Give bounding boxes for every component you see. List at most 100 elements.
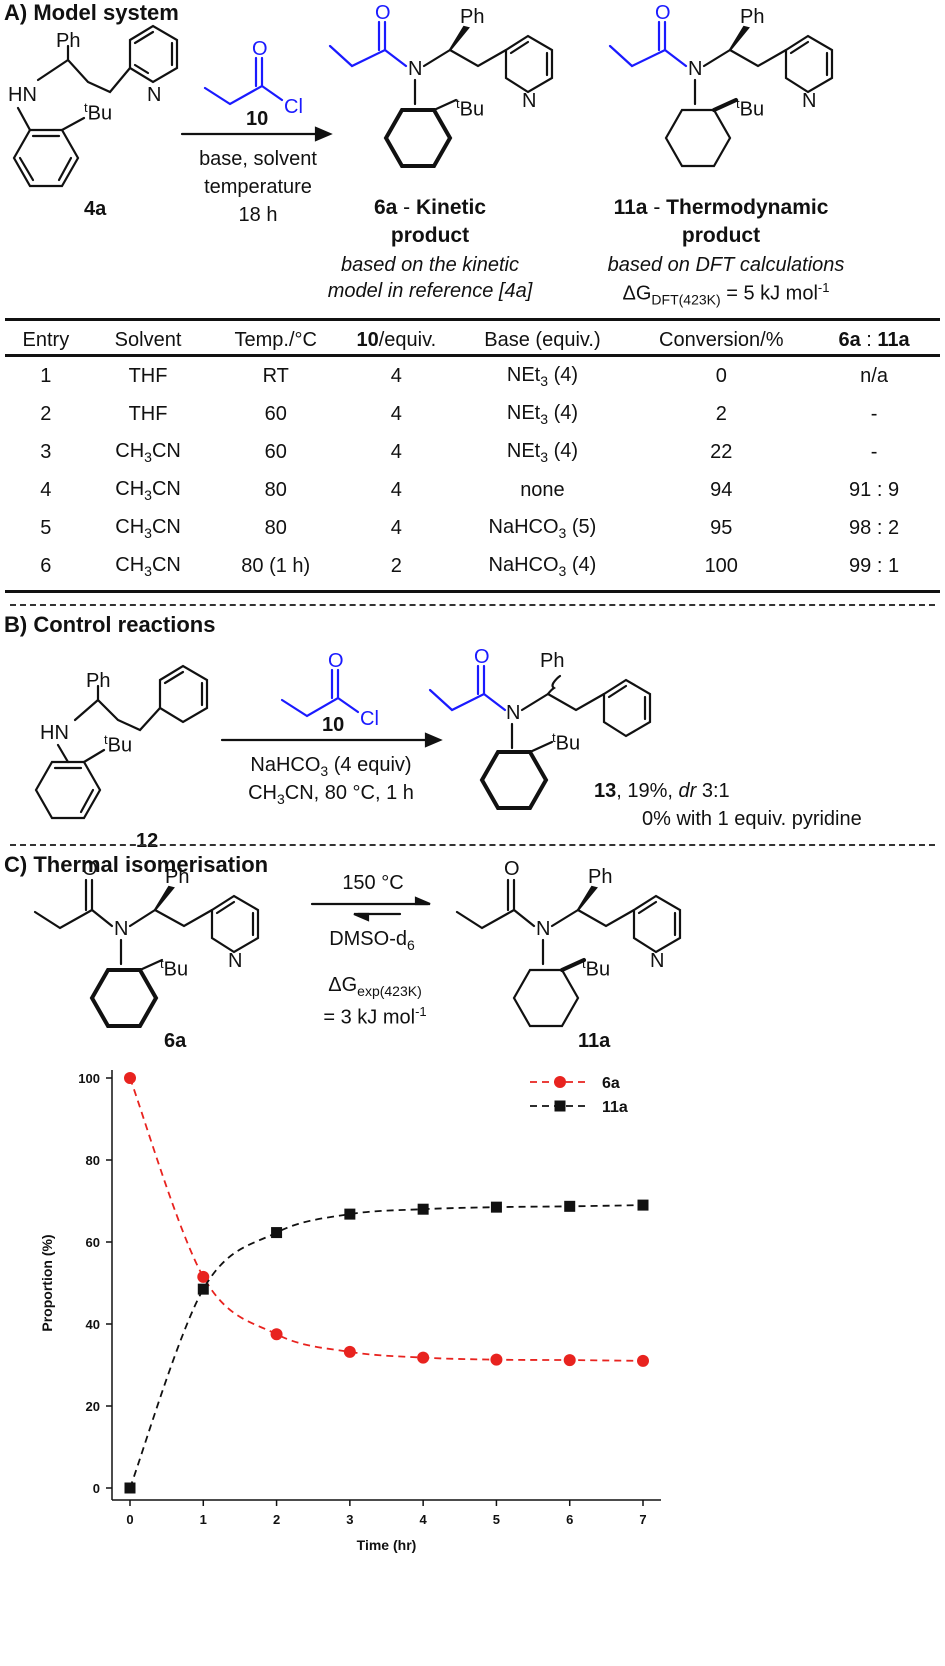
base-name: none [520,478,565,501]
cell-solvent: CH3CN [115,553,181,579]
atom-o-6a: O [375,2,391,24]
c-dg-value: = 3 kJ mol-1 [300,1004,450,1030]
c-dg-sub: exp(423K) [357,983,422,999]
c-6a-pyridine-ring [210,894,260,954]
cell-equiv: 4 [390,402,402,425]
tbu-t: t [582,956,586,971]
cell-base: none [450,471,634,509]
data-point-11a [417,1203,429,1215]
data-point-11a [344,1208,356,1220]
thermo-word1: Thermodynamic [666,196,829,219]
series-line-6a [129,1077,644,1362]
c-11a-aryl-ring [512,968,580,1028]
thermo-dg: ΔGDFT(423K) = 5 kJ mol-1 [576,280,876,308]
cell-base: NEt3 (4) [450,395,634,433]
product-13-number: 13 [594,780,617,802]
header-solvent: Solvent [114,328,182,351]
legend-marker-11a [554,1100,566,1112]
compound-label-12: 12 [136,830,159,852]
atom-o-11a: O [655,2,671,24]
6a-aryl-ring [383,108,453,168]
tbu-label-13: tBu [552,730,580,756]
header-temp: Temp./°C [234,328,317,351]
pyridine-note: 0% with 1 equiv. pyridine [642,808,862,830]
atom-o-13: O [474,646,490,668]
x-tick-label: 2 [273,1512,280,1527]
x-tick-label: 7 [639,1512,646,1527]
cell-temp: 60 [264,402,287,425]
x-tick-label: 4 [420,1512,428,1527]
atom-ph-c-11a: Ph [588,866,613,888]
cell-conversion: 22 [710,440,733,463]
base-subscript: 3 [558,562,567,579]
cond2-tail: CN, 80 °C, 1 h [284,782,414,804]
base-equiv: (5) [566,515,597,538]
atom-ph-13: Ph [540,650,565,672]
atom-n-pyr-c-6a: N [228,950,243,972]
header-equiv-reagent: 10 [356,328,379,351]
thermo-heading: 11a - Thermodynamic [576,196,866,220]
data-point-11a [637,1199,649,1211]
conditions-b-2: CH3CN, 80 °C, 1 h [210,782,452,807]
x-axis-label: Time (hr) [357,1537,417,1553]
atom-ph-12: Ph [86,670,111,692]
atom-hn-12: HN [40,722,69,744]
tbu-label-c-6a: tBu [160,956,188,982]
cell-conversion: 94 [710,478,733,501]
section-c-title: C) Thermal isomerisation [4,852,269,877]
cell-ratio: - [870,440,878,463]
kinetic-note-1: based on the kinetic [341,254,519,276]
cell-entry: 5 [40,516,52,539]
atom-cl-reagent-b: Cl [360,708,379,730]
dg-value: = 5 kJ mol [720,282,818,305]
conditions-a-1: base, solvent [199,148,317,170]
atom-ph-c-6a: Ph [165,866,190,888]
y-tick-label: 80 [86,1153,100,1168]
table-header-rule [5,354,940,357]
tbu-label-c-11a: tBu [582,956,610,982]
cell-entry: 4 [40,478,52,501]
base-name: NaHCO [488,553,559,576]
thermo-number: 11a [613,196,648,219]
c-solvent-text: DMSO-d [329,928,407,950]
table-bottom-rule [5,590,940,593]
compound-label-4a: 4a [84,198,107,220]
legend-label-6a: 6a [602,1075,620,1092]
tbu-bu: Bu [87,102,113,125]
base-name: NEt [506,401,541,424]
tbu-label-4a: tBu [84,100,112,126]
cell-ratio: n/a [860,364,888,387]
cell-temp: 80 (1 h) [241,554,311,577]
header-ratio-left: 6a [838,328,861,351]
atom-o-c-11a: O [504,858,520,880]
atom-n-pyr-11a: N [802,90,817,112]
atom-n-amide-6a: N [408,58,423,80]
cell-base: NaHCO3 (5) [450,509,634,547]
cell-base: NEt3 (4) [450,357,634,395]
tbu-t: t [104,732,108,747]
kinetic-heading: 6a - Kinetic [330,196,530,220]
kinetic-note-2: model in reference [4a] [327,280,533,302]
cell-solvent: CH3CN [115,515,181,541]
c-temperature: 150 °C [342,872,404,894]
base-subscript: 3 [540,448,549,465]
4a-aryl-ring [12,128,80,188]
section-a-title: A) Model system [4,0,179,25]
data-point-11a [124,1482,136,1494]
data-point-6a [270,1328,283,1341]
c-dg-symbol: ΔG [328,974,358,996]
cell-equiv: 4 [390,364,402,387]
cell-solvent: THF [128,364,168,387]
header-equiv: 10/equiv. [342,323,450,357]
tbu-bu: Bu [163,958,189,981]
kinetic-number: 6a [373,196,398,219]
atom-hn-4a: HN [8,84,37,106]
cell-conversion: 2 [715,402,727,425]
base-name: NEt [506,363,541,386]
y-tick-label: 0 [93,1481,100,1496]
compound-label-c-11a: 11a [578,1030,611,1052]
c-11a-pyridine-ring [632,894,682,954]
cell-conversion: 0 [715,364,727,387]
